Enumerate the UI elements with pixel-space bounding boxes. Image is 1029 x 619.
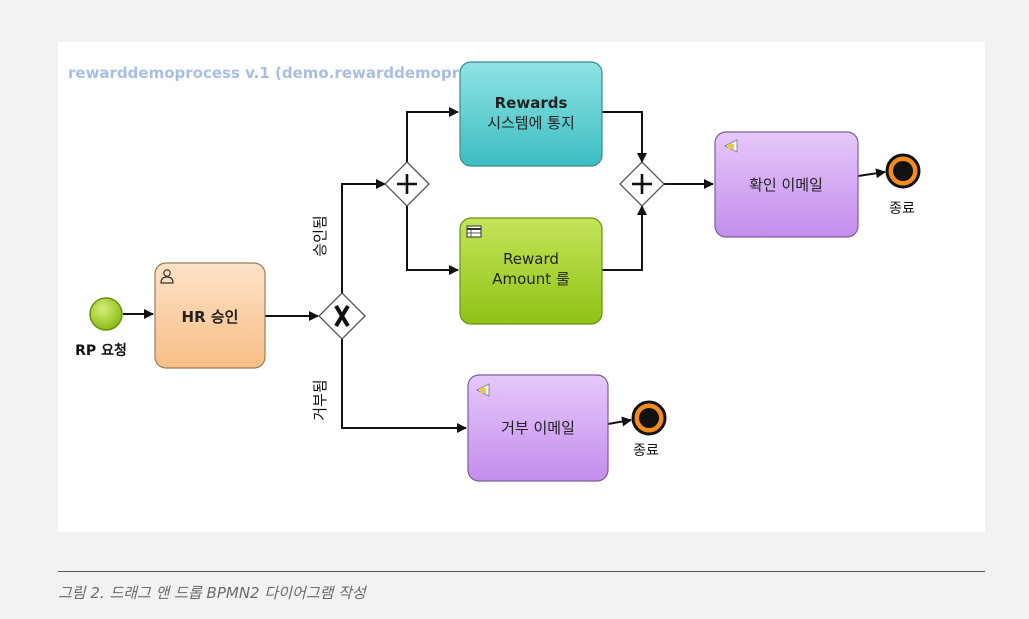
flow-rule-to-join xyxy=(602,205,647,271)
script-task-icon xyxy=(723,139,738,153)
reward-amount-line1: Reward xyxy=(503,250,559,268)
reward-amount-rule-task[interactable]: Reward Amount 룰 xyxy=(459,217,603,325)
user-task-icon xyxy=(160,269,174,284)
parallel-plus-icon xyxy=(397,174,417,194)
end-event-reject-label: 종료 xyxy=(633,443,659,459)
flow-rejected xyxy=(341,339,467,433)
parallel-split-gateway[interactable] xyxy=(384,161,430,207)
hr-approval-label: HR 승인 xyxy=(182,308,239,326)
end-event-confirm[interactable] xyxy=(885,153,921,189)
hr-approval-task[interactable]: HR 승인 xyxy=(154,262,266,369)
flow-split-to-rule xyxy=(406,206,459,275)
rewards-notify-task[interactable]: Rewards 시스템에 통지 xyxy=(459,61,603,167)
parallel-plus-icon-join xyxy=(632,174,652,194)
sequence-flows xyxy=(123,107,886,433)
reward-amount-line2: Amount 룰 xyxy=(492,270,570,288)
figure-caption: 그림 2. 드래그 앤 드롭 BPMN2 다이어그램 작성 xyxy=(58,584,366,602)
rewards-notify-line2: 시스템에 통지 xyxy=(487,114,575,132)
script-task-icon xyxy=(475,383,490,397)
flow-rewards-to-join xyxy=(602,111,647,163)
start-event[interactable] xyxy=(89,297,123,331)
caption-divider xyxy=(58,571,985,572)
confirm-email-task[interactable]: 확인 이메일 xyxy=(714,131,859,238)
flow-label-approved: 승인됨 xyxy=(311,215,329,256)
flow-reject-to-end xyxy=(607,416,632,427)
parallel-join-gateway[interactable] xyxy=(619,161,665,207)
reject-email-label: 거부 이메일 xyxy=(501,419,575,437)
exclusive-x-icon xyxy=(334,304,350,328)
flow-approved xyxy=(341,179,386,293)
confirm-email-label: 확인 이메일 xyxy=(749,176,823,194)
flow-confirm-to-end xyxy=(857,168,886,179)
start-event-label: RP 요청 xyxy=(75,343,127,359)
end-event-confirm-label: 종료 xyxy=(889,201,915,217)
flow-label-rejected: 거부됨 xyxy=(311,379,329,420)
rewards-notify-line1: Rewards xyxy=(495,94,568,112)
business-rule-icon xyxy=(466,225,482,238)
exclusive-gateway[interactable] xyxy=(318,292,366,340)
end-event-reject[interactable] xyxy=(631,400,667,436)
process-title: rewarddemoprocess v.1 (demo.rewarddemopr… xyxy=(68,64,464,82)
flow-split-to-rewards xyxy=(406,107,459,162)
reject-email-task[interactable]: 거부 이메일 xyxy=(467,374,609,482)
